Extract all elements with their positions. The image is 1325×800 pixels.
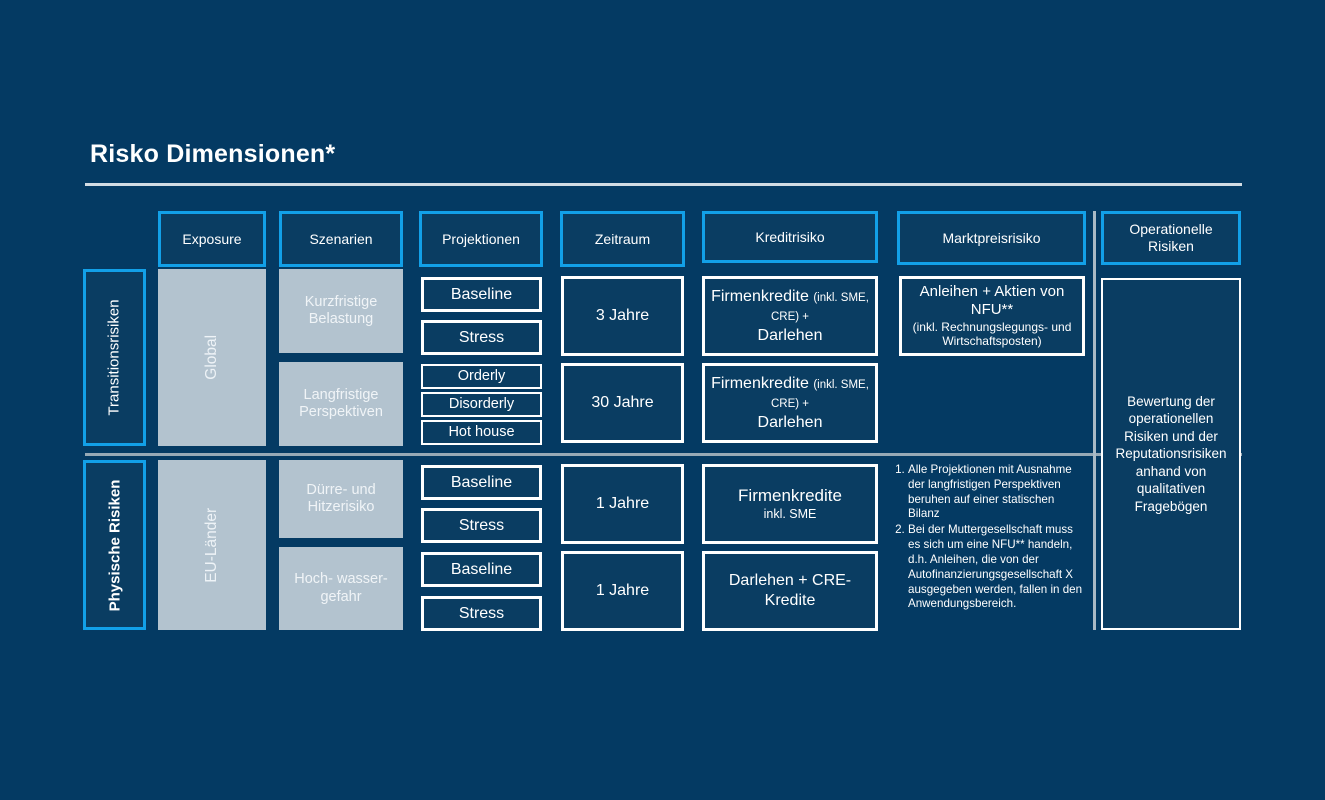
scenario-langfristige-perspektiven[interactable]: Langfristige Perspektiven: [279, 362, 403, 446]
credit-firmenkredite-2-tail: Darlehen: [757, 413, 823, 431]
operational-risk-assessment-box[interactable]: Bewertung der operationellen Risiken und…: [1101, 278, 1241, 630]
column-header-exposure-label: Exposure: [182, 230, 242, 247]
column-header-kreditrisiko-label: Kreditrisiko: [755, 228, 825, 245]
column-header-exposure[interactable]: Exposure: [158, 211, 266, 267]
column-header-marktpreisrisiko[interactable]: Marktpreisrisiko: [897, 211, 1086, 265]
projection-disorderly[interactable]: Disorderly: [421, 392, 542, 417]
scenario-hochwassergefahr[interactable]: Hoch- wasser- gefahr: [279, 547, 403, 630]
projection-orderly-label: Orderly: [457, 367, 506, 384]
credit-firmenkredite-1-tail: Darlehen: [757, 326, 823, 344]
projection-baseline-1[interactable]: Baseline: [421, 277, 542, 312]
projection-hot-house[interactable]: Hot house: [421, 420, 542, 445]
column-header-szenarien[interactable]: Szenarien: [279, 211, 403, 267]
credit-firmenkredite-2-sub-text: (inkl. SME, CRE) +: [770, 378, 869, 411]
projection-baseline-2[interactable]: Baseline: [421, 465, 542, 500]
scenario-kurzfristige-belastung[interactable]: Kurzfristige Belastung: [279, 269, 403, 353]
exposure-global-label: Global: [202, 335, 220, 380]
market-risk-anleihen-aktien[interactable]: Anleihen + Aktien von NFU** (inkl. Rechn…: [899, 276, 1085, 356]
column-header-projektionen[interactable]: Projektionen: [419, 211, 543, 267]
section-divider: [85, 453, 1242, 456]
timeframe-1-jahre-b-label: 1 Jahre: [595, 582, 650, 600]
operational-risk-assessment-text: Bewertung der operationellen Risiken und…: [1115, 393, 1227, 514]
credit-firmenkredite-1-main: Firmenkredite (inkl. SME, CRE) +: [710, 287, 870, 326]
projection-stress-2-label: Stress: [458, 516, 505, 534]
credit-firmenkredite-2-main: Firmenkredite (inkl. SME, CRE) +: [710, 374, 870, 413]
column-header-zeitraum-label: Zeitraum: [594, 230, 651, 247]
exposure-eu-laender-label: EU-Länder: [202, 507, 220, 583]
credit-firmenkredite-sme[interactable]: Firmenkredite inkl. SME: [702, 464, 878, 544]
operational-column-divider: [1093, 211, 1096, 630]
exposure-global[interactable]: Global: [158, 269, 266, 446]
footnote-item: Bei der Muttergesellschaft muss es sich …: [908, 523, 1087, 612]
timeframe-3-jahre[interactable]: 3 Jahre: [561, 276, 684, 356]
projection-stress-1-label: Stress: [458, 328, 505, 346]
scenario-langfristige-perspektiven-label: Langfristige Perspektiven: [299, 386, 383, 420]
column-header-operationelle-risiken[interactable]: Operationelle Risiken: [1101, 211, 1241, 265]
column-header-projektionen-label: Projektionen: [442, 230, 520, 247]
footnote-item: Alle Projektionen mit Ausnahme der langf…: [908, 463, 1087, 522]
column-header-zeitraum[interactable]: Zeitraum: [560, 211, 685, 267]
credit-darlehen-cre[interactable]: Darlehen + CRE-Kredite: [702, 551, 878, 631]
credit-firmenkredite-2-main-text: Firmenkredite: [711, 374, 809, 392]
footnote-list: Alle Projektionen mit Ausnahme der langf…: [889, 463, 1087, 613]
row-label-transitionsrisiken-label: Transitionsrisiken: [106, 299, 123, 416]
projection-stress-3-label: Stress: [458, 604, 505, 622]
title-divider: [85, 183, 1242, 186]
credit-firmenkredite-sme-sub: inkl. SME: [763, 506, 817, 521]
projection-stress-1[interactable]: Stress: [421, 320, 542, 355]
timeframe-1-jahre-b[interactable]: 1 Jahre: [561, 551, 684, 631]
credit-firmenkredite-1-main-text: Firmenkredite: [711, 287, 809, 305]
column-header-marktpreisrisiko-label: Marktpreisrisiko: [942, 229, 1041, 246]
timeframe-30-jahre-label: 30 Jahre: [591, 394, 654, 412]
projection-baseline-3[interactable]: Baseline: [421, 552, 542, 587]
credit-firmenkredite-1-sub-text: (inkl. SME, CRE) +: [770, 291, 869, 324]
market-risk-main: Anleihen + Aktien von NFU**: [919, 283, 1065, 319]
row-label-transitionsrisiken[interactable]: Transitionsrisiken: [83, 269, 146, 446]
timeframe-30-jahre[interactable]: 30 Jahre: [561, 363, 684, 443]
projection-baseline-3-label: Baseline: [450, 560, 513, 578]
scenario-duerre-hitzerisiko-label: Dürre- und Hitzerisiko: [306, 481, 376, 515]
projection-hot-house-label: Hot house: [448, 423, 515, 440]
exposure-eu-laender[interactable]: EU-Länder: [158, 460, 266, 630]
row-label-physische-risiken-label: Physische Risiken: [106, 479, 124, 611]
column-header-szenarien-label: Szenarien: [309, 230, 373, 247]
scenario-kurzfristige-belastung-label: Kurzfristige Belastung: [304, 293, 378, 327]
timeframe-3-jahre-label: 3 Jahre: [595, 307, 650, 325]
scenario-hochwassergefahr-label: Hoch- wasser- gefahr: [294, 571, 388, 605]
credit-firmenkredite-1[interactable]: Firmenkredite (inkl. SME, CRE) + Darlehe…: [702, 276, 878, 356]
row-label-physische-risiken[interactable]: Physische Risiken: [83, 460, 146, 630]
column-header-operationelle-risiken-label: Operationelle Risiken: [1129, 221, 1213, 254]
timeframe-1-jahre-a-label: 1 Jahre: [595, 495, 650, 513]
market-risk-sub: (inkl. Rechnungslegungs- und Wirtschafts…: [912, 319, 1072, 349]
projection-stress-3[interactable]: Stress: [421, 596, 542, 631]
timeframe-1-jahre-a[interactable]: 1 Jahre: [561, 464, 684, 544]
credit-darlehen-cre-label: Darlehen + CRE-Kredite: [728, 572, 852, 609]
projection-orderly[interactable]: Orderly: [421, 364, 542, 389]
page-title: Risko Dimensionen*: [90, 140, 336, 168]
projection-baseline-2-label: Baseline: [450, 473, 513, 491]
column-header-kreditrisiko[interactable]: Kreditrisiko: [702, 211, 878, 263]
credit-firmenkredite-2[interactable]: Firmenkredite (inkl. SME, CRE) + Darlehe…: [702, 363, 878, 443]
projection-disorderly-label: Disorderly: [448, 395, 515, 412]
projection-baseline-1-label: Baseline: [450, 285, 513, 303]
credit-firmenkredite-sme-main: Firmenkredite: [738, 486, 842, 505]
scenario-duerre-hitzerisiko[interactable]: Dürre- und Hitzerisiko: [279, 460, 403, 538]
projection-stress-2[interactable]: Stress: [421, 508, 542, 543]
